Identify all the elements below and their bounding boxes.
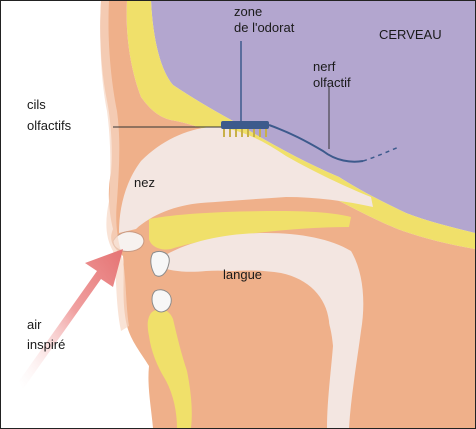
- label-tongue: langue: [223, 267, 262, 283]
- label-air-line2: inspiré: [27, 337, 65, 353]
- label-brain: CERVEAU: [379, 27, 442, 43]
- olfactory-epithelium: [221, 121, 269, 129]
- label-smell-zone-line1: zone: [234, 4, 262, 20]
- label-nose: nez: [134, 175, 155, 191]
- lower-tooth: [152, 290, 171, 312]
- label-cilia-line2: olfactifs: [27, 118, 71, 134]
- label-nerve-line1: nerf: [313, 59, 335, 75]
- label-air-line1: air: [27, 317, 41, 333]
- label-nerve-line2: olfactif: [313, 75, 351, 91]
- label-cilia-line1: cils: [27, 97, 46, 113]
- label-smell-zone-line2: de l'odorat: [234, 20, 294, 36]
- tongue-shape: [174, 270, 329, 428]
